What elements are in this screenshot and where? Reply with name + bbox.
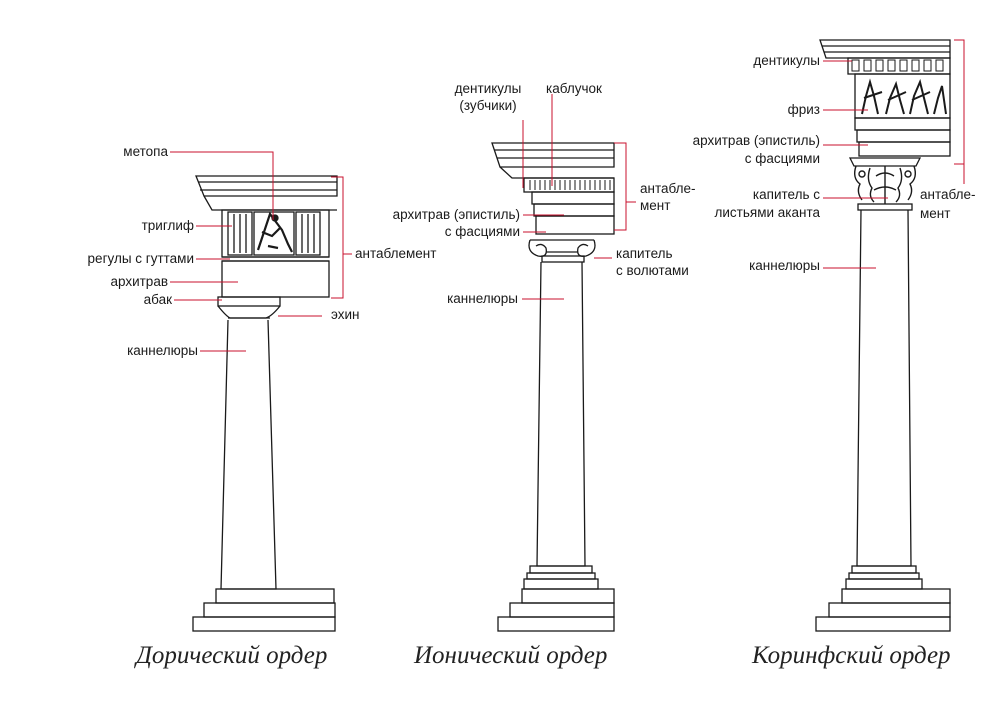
label-antabl-corinthian-2: мент [920, 206, 951, 221]
caption-ionic: Ионический ордер [414, 642, 608, 669]
label-metopa: метопа [123, 144, 168, 159]
label-dentikuly-ionic-1: дентикулы [454, 81, 522, 96]
label-abak: абак [143, 292, 172, 307]
label-antabl-ionic-1: антабле- [640, 181, 696, 196]
label-kapitel-ionic-1: капитель [616, 246, 673, 261]
frieze-relief [861, 78, 947, 115]
label-kannelyury-doric: каннелюры [127, 343, 198, 358]
ionic-column [491, 142, 615, 632]
label-arhitrav-corinthian-2: с фасциями [744, 151, 820, 166]
leader-lines [170, 39, 965, 352]
label-arhitrav-ionic-2: с фасциями [444, 224, 520, 239]
label-reguly: регулы с гуттами [87, 251, 194, 266]
label-dentikuly-corinthian: дентикулы [753, 53, 820, 68]
label-ehin: эхин [331, 307, 360, 322]
caption-doric: Дорический ордер [136, 642, 328, 669]
label-arhitrav-corinthian-1: архитрав (эпистиль) [692, 133, 820, 148]
label-triglif: триглиф [141, 218, 194, 233]
label-antablement-doric: антаблемент [355, 246, 437, 261]
label-dentikuly-ionic-2: (зубчики) [459, 98, 517, 113]
label-kabluchok: каблучок [546, 81, 602, 96]
label-kannelyury-corinthian: каннелюры [749, 258, 820, 273]
label-antabl-corinthian-1: антабле- [920, 187, 976, 202]
doric-column [192, 175, 338, 632]
corinthian-column [815, 39, 951, 632]
label-friz: фриз [787, 102, 820, 117]
acanthus-capital [853, 165, 917, 204]
label-arhitrav-doric: архитрав [110, 274, 168, 289]
label-antabl-ionic-2: мент [640, 198, 671, 213]
label-arhitrav-ionic-1: архитрав (эпистиль) [392, 207, 520, 222]
label-kapitel-corinthian-2: листьями аканта [714, 205, 820, 220]
label-kapitel-ionic-2: с волютами [616, 263, 689, 278]
label-kapitel-corinthian-1: капитель с [752, 187, 820, 202]
caption-corinthian: Коринфский ордер [752, 642, 951, 669]
label-kannelyury-ionic: каннелюры [447, 291, 518, 306]
